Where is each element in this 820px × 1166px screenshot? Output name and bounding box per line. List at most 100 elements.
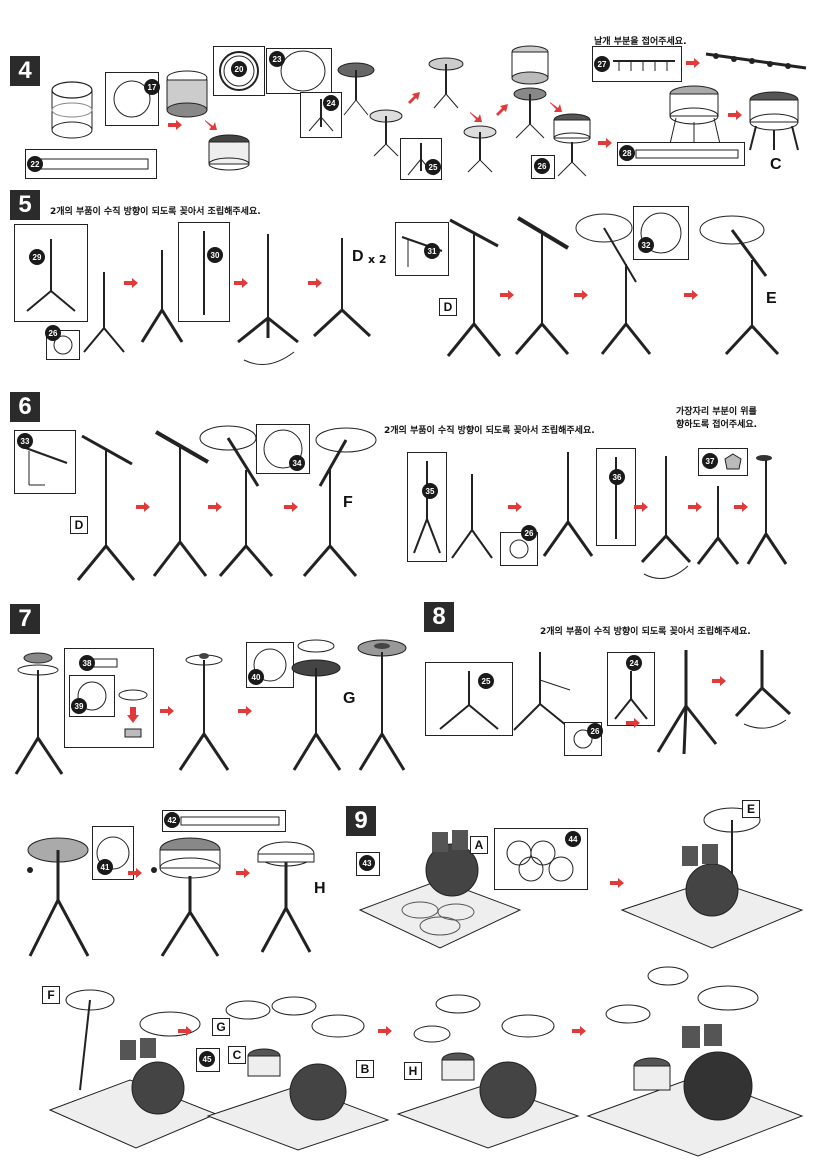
step-9-label-a: A: [470, 836, 488, 854]
part-box-22: 22: [25, 149, 157, 179]
red-arrow-icon: [470, 110, 486, 120]
step-4-stand-b: [426, 56, 466, 112]
red-arrow-icon: [728, 110, 744, 120]
part-badge-36: 36: [609, 469, 625, 485]
part-badge-43: 43: [359, 855, 375, 871]
part-box-33: 33: [14, 430, 76, 494]
red-arrow-icon: [128, 868, 144, 878]
step-9-label-b: B: [356, 1060, 374, 1078]
part-box-26c: 26: [500, 532, 538, 566]
part-box-44: 44: [494, 828, 588, 890]
step-9-kit-with-hihat: [398, 990, 578, 1150]
step-5-stand-base: [80, 270, 128, 360]
part-box-32: 32: [633, 206, 689, 260]
step-9-label-c: C: [228, 1046, 246, 1064]
step-8-number: 8: [424, 602, 454, 632]
step-6-cymbal-stand-final: [296, 424, 386, 580]
part-badge-28: 28: [619, 145, 635, 161]
red-arrow-icon: [124, 278, 140, 288]
part-box-37: 37: [698, 448, 748, 476]
part-badge-39: 39: [71, 698, 87, 714]
step-9-label-g: G: [212, 1018, 230, 1036]
step-5-d-multiplier: x 2: [368, 253, 387, 266]
step-4-folded-rail: [702, 44, 812, 84]
red-arrow-icon: [236, 868, 252, 878]
part-box-45: 45: [196, 1048, 220, 1072]
part-badge-26: 26: [587, 723, 603, 739]
step-4-stand-c: [462, 124, 498, 174]
part-badge-20: 20: [231, 61, 247, 77]
part-badge-44: 44: [565, 831, 581, 847]
step-6-hihat-base: [448, 472, 498, 564]
step-4-drum-stand-final: [550, 112, 594, 178]
part-box-20: 20: [213, 46, 265, 96]
step-6-hihat-final: [744, 452, 796, 568]
red-arrow-icon: [378, 1026, 394, 1036]
step-7-stand-top: [12, 650, 70, 780]
part-badge-26: 26: [534, 158, 550, 174]
red-arrow-icon: [686, 58, 702, 68]
step-8-note: 2개의 부품이 수직 방향이 되도록 꽂아서 조립해주세요.: [540, 624, 751, 637]
part-badge-42: 42: [164, 812, 180, 828]
step-6-boom-stand: [74, 426, 138, 586]
red-arrow-icon: [626, 718, 642, 728]
part-box-42: 42: [162, 810, 286, 832]
step-6-number: 6: [10, 392, 40, 422]
part-box-26d: 26: [564, 722, 602, 756]
part-badge-33: 33: [17, 433, 33, 449]
part-badge-41: 41: [97, 859, 113, 875]
step-6-result-label: F: [343, 494, 353, 512]
step-5-boom-stand-2: [512, 208, 572, 358]
step-5-boom-stand: [444, 212, 504, 362]
part-box-27: 27: [592, 46, 682, 82]
red-arrow-icon: [178, 1026, 194, 1036]
part-badge-26: 26: [45, 325, 61, 341]
red-arrow-icon: [508, 502, 524, 512]
part-box-31: 31: [395, 222, 449, 276]
step-9-kit-with-cymbal-f: [50, 990, 220, 1150]
part-box-28: 28: [617, 142, 745, 166]
part-box-23: 23: [266, 48, 332, 94]
part-box-43: 43: [356, 852, 380, 876]
step-9-label-e: E: [742, 800, 760, 818]
part-box-39-38: 38 39: [64, 648, 154, 748]
step-5-cymbal-stand-final: [696, 212, 786, 358]
step-8-stand-assembly: [654, 648, 720, 758]
red-arrow-icon: [598, 138, 614, 148]
part-box-30: 30: [178, 222, 230, 322]
step-9-kit-complete: [588, 966, 804, 1160]
part-box-17: 17: [105, 72, 159, 126]
step-4-drum-on-stand: [508, 44, 552, 140]
red-arrow-icon: [168, 120, 184, 130]
part-box-29: 29: [14, 224, 88, 322]
part-badge-30: 30: [207, 247, 223, 263]
part-box-25b: 25: [425, 662, 513, 736]
step-4-number: 4: [10, 56, 40, 86]
step-7-stand-mid: [176, 650, 234, 774]
part-badge-26: 26: [521, 525, 537, 541]
part-box-24b: 24: [607, 652, 655, 726]
part-box-36: 36: [596, 448, 636, 546]
red-arrow-icon: [712, 676, 728, 686]
red-arrow-icon: [205, 118, 221, 128]
part-badge-38: 38: [79, 655, 95, 671]
step-4-result-label: C: [770, 156, 782, 174]
step-5-number: 5: [10, 190, 40, 220]
part-box-40: 40: [246, 642, 294, 688]
step-4-floor-tom-complete: [746, 88, 802, 152]
step-5-stand-d: [310, 236, 374, 340]
part-box-24: 24: [300, 92, 342, 138]
part-badge-45: 45: [199, 1051, 215, 1067]
red-arrow-icon: [160, 706, 176, 716]
step-6-note: 2개의 부품이 수직 방향이 되도록 꽂아서 조립해주세요.: [384, 423, 595, 436]
part-badge-40: 40: [248, 669, 264, 685]
step-8-snare-stand: [22, 830, 94, 960]
part-box-26b: 26: [46, 330, 80, 360]
step-6-d-box-label: D: [70, 516, 88, 534]
red-arrow-icon: [572, 1026, 588, 1036]
step-5-d-box-label: D: [439, 298, 457, 316]
step-6-hihat-stand: [540, 448, 600, 562]
part-badge-32: 32: [638, 237, 654, 253]
step-5-note: 2개의 부품이 수직 방향이 되도록 꽂아서 조립해주세요.: [50, 204, 261, 217]
step-4-floor-tom-on-legs: [666, 80, 726, 146]
